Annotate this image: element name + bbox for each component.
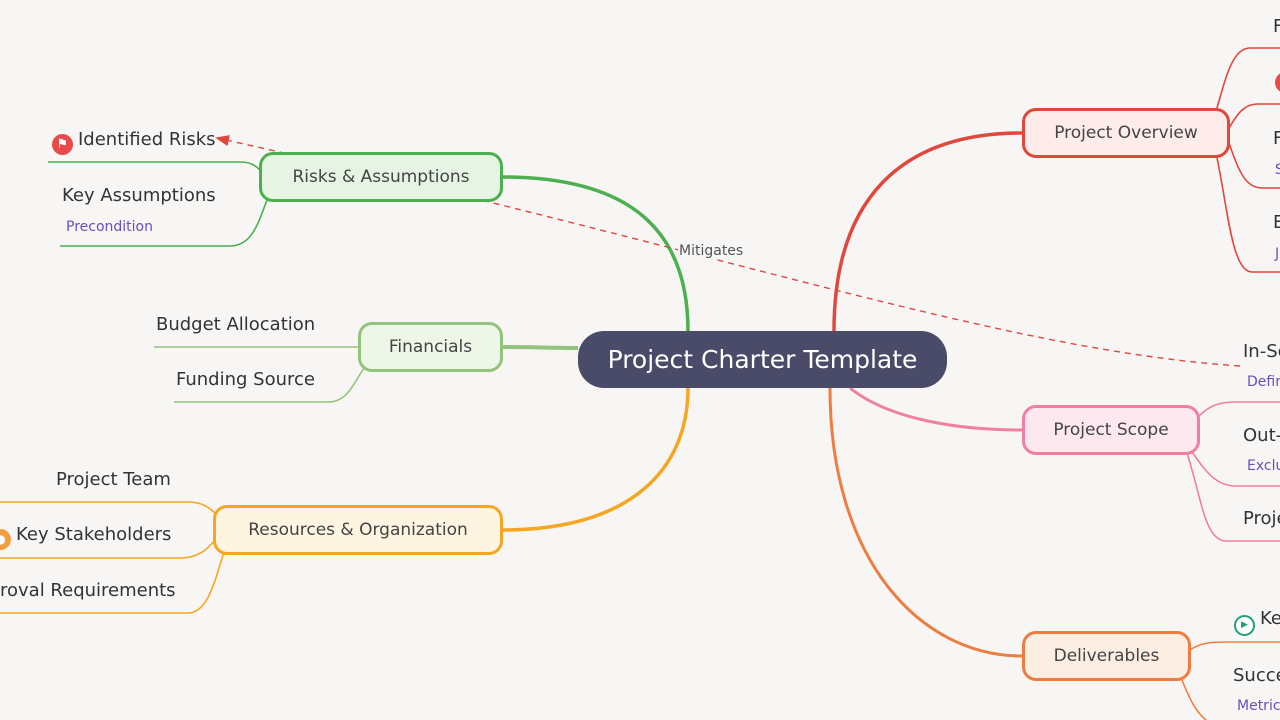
- edge-deliverables-leaf-2: [1181, 679, 1207, 720]
- edge-deliverables-leaf-1: [1189, 641, 1280, 651]
- note-deliverables-success: Metric: [1237, 698, 1280, 714]
- branch-risks-assumptions[interactable]: Risks & Assumptions: [259, 152, 503, 202]
- leaf-scope-out[interactable]: Out-: [1243, 425, 1280, 446]
- edge-root-overview: [832, 131, 1023, 332]
- edge-resources-leaf-1: [0, 501, 221, 519]
- edge-risks-leaf-1: [48, 161, 261, 171]
- note-scope-in: Defir: [1247, 374, 1280, 390]
- leaf-overview-1[interactable]: F: [1273, 16, 1280, 37]
- edge-risks-leaf-2: [60, 197, 269, 247]
- branch-financials[interactable]: Financials: [358, 322, 503, 372]
- edge-overview-leaf-3: [1227, 139, 1280, 189]
- leaf-funding-source[interactable]: Funding Source: [176, 369, 315, 390]
- note-key-assumptions: Precondition: [66, 219, 153, 235]
- play-icon: ▶: [1234, 615, 1255, 636]
- edge-resources-leaf-3: [0, 551, 225, 614]
- edge-root-financials: [501, 345, 579, 350]
- leaf-deliverables-success[interactable]: Succe: [1233, 665, 1280, 686]
- branch-resources-organization[interactable]: Resources & Organization: [213, 505, 503, 555]
- edge-scope-leaf-1: [1198, 401, 1280, 417]
- relationship-label[interactable]: Mitigates: [678, 243, 745, 259]
- note-scope-out: Exclu: [1247, 458, 1280, 474]
- leaf-key-stakeholders-label: Key Stakeholders: [16, 524, 172, 545]
- edge-resources-leaf-2: [0, 539, 216, 559]
- edge-scope-leaf-3: [1186, 452, 1280, 542]
- flag-icon: ⚑: [52, 134, 73, 155]
- leaf-identified-risks-label: Identified Risks: [78, 129, 216, 150]
- note-overview-3: S: [1275, 162, 1280, 178]
- alert-icon: [1275, 72, 1280, 93]
- edge-root-deliverables: [828, 387, 1023, 658]
- branch-project-overview[interactable]: Project Overview: [1022, 108, 1230, 158]
- leaf-approval-requirements[interactable]: roval Requirements: [0, 580, 176, 601]
- leaf-scope-in[interactable]: In-Sc: [1243, 341, 1280, 362]
- leaf-project-team[interactable]: Project Team: [56, 469, 171, 490]
- person-icon: ●: [0, 529, 11, 550]
- edge-root-resources: [501, 387, 690, 532]
- leaf-key-stakeholders[interactable]: ●Key Stakeholders: [0, 524, 171, 550]
- leaf-overview-4[interactable]: E: [1273, 212, 1280, 233]
- leaf-budget-allocation[interactable]: Budget Allocation: [156, 314, 316, 335]
- leaf-deliverables-key-label: Ke: [1260, 608, 1280, 629]
- edge-overview-leaf-1: [1216, 47, 1280, 109]
- edge-overview-leaf-4: [1216, 157, 1280, 273]
- leaf-key-assumptions[interactable]: Key Assumptions: [62, 185, 216, 206]
- edge-overview-leaf-2: [1227, 103, 1280, 131]
- leaf-identified-risks[interactable]: ⚑Identified Risks: [52, 129, 216, 155]
- leaf-scope-proj[interactable]: Proje: [1243, 508, 1280, 529]
- edge-financials-leaf-2: [174, 365, 367, 403]
- branch-project-scope[interactable]: Project Scope: [1022, 405, 1200, 455]
- branch-deliverables[interactable]: Deliverables: [1022, 631, 1191, 681]
- leaf-overview-3[interactable]: F: [1273, 128, 1280, 149]
- leaf-deliverables-key[interactable]: ▶Ke: [1234, 608, 1280, 636]
- root-topic[interactable]: Project Charter Template: [578, 331, 947, 388]
- edge-scope-leaf-2: [1191, 451, 1280, 487]
- edge-root-scope: [849, 386, 1023, 432]
- note-overview-4: J: [1275, 246, 1280, 262]
- edge-root-risks: [501, 175, 690, 332]
